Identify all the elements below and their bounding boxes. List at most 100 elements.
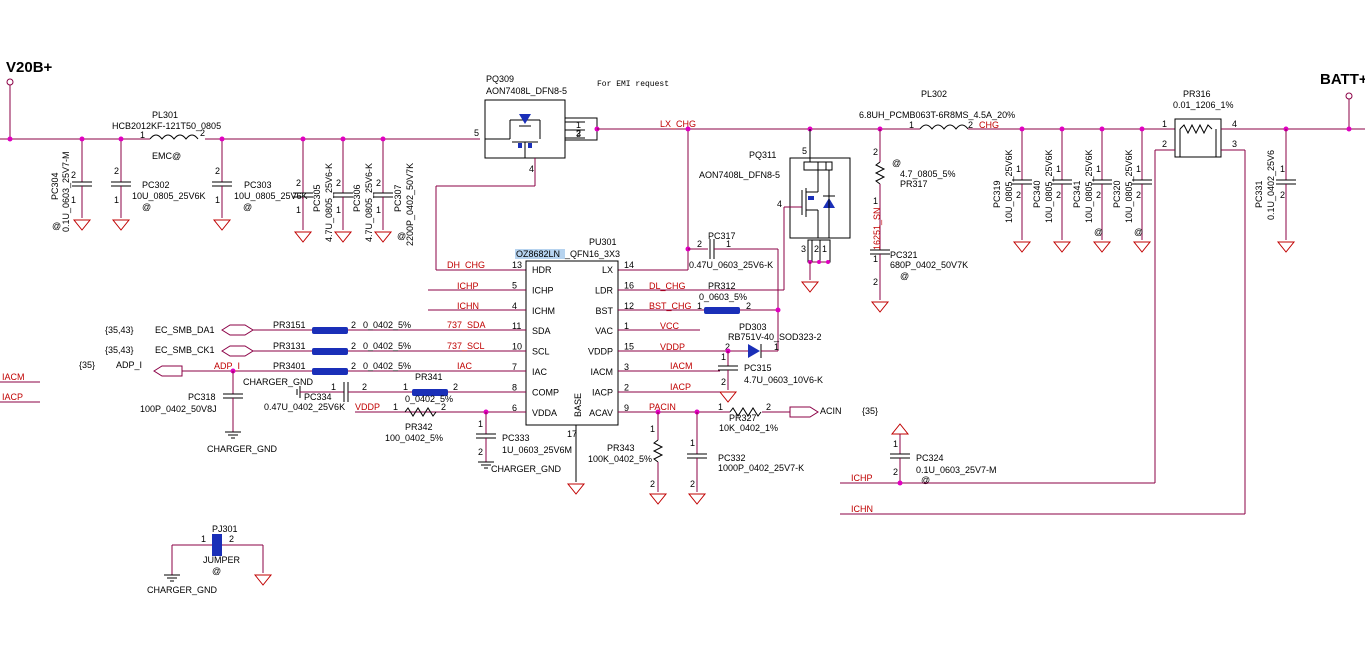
pr312-p2: 2 [746, 301, 751, 311]
pr343-value: 100K_0402_5% [588, 454, 652, 464]
pc320-p2: 2 [1136, 190, 1141, 200]
pc302-ref: PC302 [142, 180, 170, 190]
acin-label: ACIN [820, 406, 842, 416]
pc324-at: @ [921, 475, 930, 485]
pc305-p1: 2 [296, 178, 301, 188]
pl301-inductor: PL301 HCB2012KF-121T50_0805 1 2 EMC@ [112, 110, 221, 161]
pr327-p2: 2 [766, 402, 771, 412]
pr317-p1: 1 [873, 196, 878, 206]
pq309-pin5: 5 [474, 128, 479, 138]
iacp-label: IACP [670, 382, 691, 392]
pr342-p2: 2 [441, 402, 446, 412]
lx-chg-label: LX_CHG [660, 119, 696, 129]
dh-chg-label: DH_CHG [447, 260, 485, 270]
pc304-value: 0.1U_0603_25V7-M [61, 151, 71, 232]
adp-i-net-label: ADP_I [214, 361, 240, 371]
pc324-ref: PC324 [916, 453, 944, 463]
pl302-ref: PL302 [921, 89, 947, 99]
pc331-value: 0.1U_0402_25V6 [1266, 150, 1276, 220]
charger-gnd-label-1: CHARGER_GND [243, 377, 314, 387]
pc319-value: 10U_0805_25V6K [1004, 149, 1014, 223]
pc319-p1: 1 [1016, 164, 1021, 174]
pc340-p2: 2 [1056, 190, 1061, 200]
pc305-p2: 1 [296, 205, 301, 215]
input-capacitors: 2 1 PC304 0.1U_0603_25V7-M @ 2 1 PC302 1… [50, 139, 415, 246]
pq311-pin1: 1 [822, 244, 827, 254]
pc331-p1: 1 [1280, 164, 1285, 174]
pc302-at: @ [142, 202, 151, 212]
pl302-pin1: 1 [909, 120, 914, 130]
pc334-p1: 1 [331, 382, 336, 392]
pq309-value: AON7408L_DFN8-5 [486, 86, 567, 96]
output-capacitors: 1 2 PC319 10U_0805_25V6K 1 2 PC340 10U_0… [992, 126, 1296, 253]
adp-ref: {35} [79, 360, 95, 370]
pc333-p1: 1 [478, 419, 483, 429]
pc334-p2: 2 [362, 382, 367, 392]
pj301-p2: 2 [229, 534, 234, 544]
pc317-p1: 1 [726, 239, 731, 249]
pc307-p2: 1 [376, 205, 381, 215]
pu301-left-pin-name: IAC [532, 367, 548, 377]
pu301-right-pin-name: LDR [595, 285, 614, 295]
pr317-at: @ [892, 158, 901, 168]
pc315-p2: 2 [721, 377, 726, 387]
pc332-value: 1000P_0402_25V7-K [718, 463, 804, 473]
pq311-mosfet: PQ311 AON7408L_DFN8-5 4 5 3 2 1 [699, 129, 851, 293]
pr343-ref: PR343 [607, 443, 635, 453]
pu301-right-pin-name: LX [602, 265, 613, 275]
pr327-value: 10K_0402_1% [719, 423, 778, 433]
pj301-ref: PJ301 [212, 524, 238, 534]
acin-ref: {35} [862, 406, 878, 416]
pl302-pin2: 2 [968, 120, 973, 130]
charger-gnd-label-3: CHARGER_GND [491, 464, 562, 474]
iacm-left-label: IACM [2, 372, 25, 382]
pl301-value: HCB2012KF-121T50_0805 [112, 121, 221, 131]
pu301-pin-base-num: 17 [567, 429, 577, 439]
pc332-ref: PC332 [718, 453, 746, 463]
pc307-value: 2200P_0402_50V7K [405, 163, 415, 246]
pc340-ref: PC340 [1032, 180, 1042, 208]
pc304-ref: PC304 [50, 172, 60, 200]
pc304-p2: 1 [71, 195, 76, 205]
pc340-p1: 1 [1056, 164, 1061, 174]
pu301-right-pin-num: 9 [624, 403, 629, 413]
pj301-value: JUMPER [203, 555, 241, 565]
pc320-at: @ [1134, 227, 1143, 237]
pu301-part-suffix: _QFN16_3X3 [564, 249, 620, 259]
pc305-ref: PC305 [312, 184, 322, 212]
pc307-at: @ [397, 231, 406, 241]
pr342-ref: PR342 [405, 422, 433, 432]
pr341-p1: 1 [403, 382, 408, 392]
pu301-right-pin-num: 14 [624, 260, 634, 270]
pc319-p2: 2 [1016, 190, 1021, 200]
pr3401-ref: PR3401 [273, 361, 306, 371]
pu301-right-pin-num: 3 [624, 362, 629, 372]
pq311-pin2: 2 [814, 244, 819, 254]
pu301-right-pin-name: IACP [592, 387, 613, 397]
pu301-part: OZ8682LN [516, 249, 560, 259]
pr341-ref: PR341 [415, 372, 443, 382]
pu301-right-pin-num: 15 [624, 342, 634, 352]
ichp-label: ICHP [457, 281, 479, 291]
snubber: 2 1 @ 4.7_0805_5% PR317 16251_SN 1 2 PC3… [870, 129, 968, 313]
pu301-left-pin-name: SCL [532, 347, 550, 357]
pr316-pin2: 2 [1162, 139, 1167, 149]
pc332-p1: 1 [690, 438, 695, 448]
pc332-p2: 2 [690, 479, 695, 489]
pl301-ref: PL301 [152, 110, 178, 120]
pc318-value: 100P_0402_50V8J [140, 404, 217, 414]
current-sense-routing: 1 2 PC324 0.1U_0603_25V7-M @ ICHP ICHN [840, 423, 1245, 515]
pr3131-p2: 2 [351, 341, 356, 351]
pc320-value: 10U_0805_25V6K [1124, 149, 1134, 223]
pu301-pin-base-name: BASE [573, 393, 583, 417]
pr343-p2: 2 [650, 479, 655, 489]
pu301-ref: PU301 [589, 237, 617, 247]
pu301-left-pin-name: VDDA [532, 408, 557, 418]
pu301-left-pin-num: 11 [512, 321, 521, 331]
pc341-value: 10U_0805_25V6K [1084, 149, 1094, 223]
pl301-emc: EMC@ [152, 151, 181, 161]
pu301-right-pin-name: ACAV [589, 408, 613, 418]
pc341-p1: 1 [1096, 164, 1101, 174]
pr3151-value: 0_0402_5% [363, 320, 411, 330]
